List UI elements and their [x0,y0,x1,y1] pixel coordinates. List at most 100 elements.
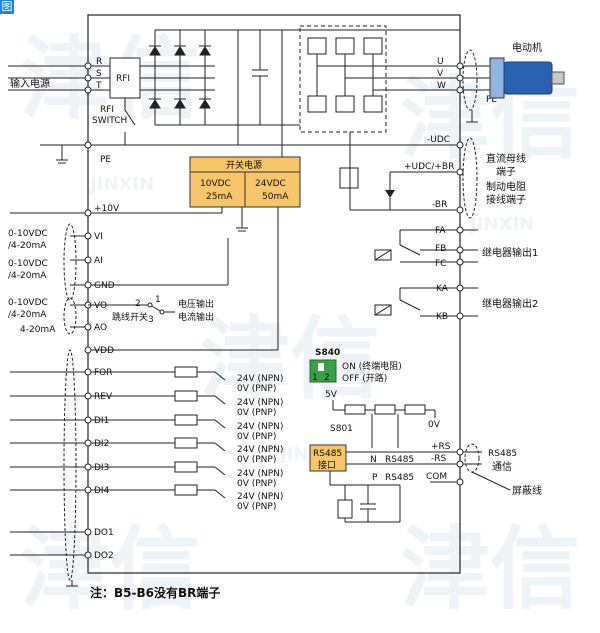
digital-input-section: FOR 24V (NPN) 0V (PNP) REV 24V (NPN) 0V … [10,349,283,587]
rfi-label: RFI [116,74,130,84]
relay1-fc-label: FC [435,259,446,269]
vi-range-1: 0-10VDC [8,229,48,239]
dc-bus-desc-4: 接线端子 [486,193,526,206]
vi-range-2: /4-20mA [8,241,47,251]
do1-label: DO1 [94,528,114,538]
br-minus-label: -BR [432,200,447,210]
jumper-label: 跳线开关 [112,311,148,323]
di4-npn-label: 24V (NPN) [237,492,283,502]
di2-npn-label: 24V (NPN) [237,445,283,455]
power-out1-voltage: 10VDC [200,179,231,189]
relay2-ka-label: KA [436,284,449,294]
rs485-comm-label-2: 通信 [492,461,512,473]
motor-terminal-box [489,57,505,99]
dc-bus-desc-2: 端子 [496,165,516,178]
input-power-section: 输入电源 R S T RFI RFI SWITCH PE [8,57,460,165]
di1-label: DI1 [94,416,109,426]
rs485-0v-label: 0V [428,420,441,430]
s840-pin-2: 2 [324,373,330,383]
svg-text:津信: 津信 [20,517,200,622]
watermark: 津信 津信 津信 津信 津信 JINXIN JINXIN JINXIN [20,27,580,622]
analog-io-section: +10V 0-10VDC /4-20mA VI 0-10VDC /4-20mA … [8,204,214,356]
relay1-fa-label: FA [435,226,446,236]
dc-bus-desc-3: 制动电阻 [486,180,526,193]
igbt-inverter [299,25,460,133]
di1-pnp-label: 0V (PNP) [237,432,276,442]
phase-w-label: W [437,81,446,91]
for-npn-label: 24V (NPN) [237,374,283,384]
di4-label: DI4 [94,486,110,496]
voltage-output-label: 电压输出 [178,298,214,310]
motor-body [503,61,553,95]
ai-range-1: 0-10VDC [8,259,48,269]
s840-switch: S840 1 2 ON (终端电阻) OFF (开路) [309,348,402,384]
input-power-label: 输入电源 [10,77,50,90]
vo-range-2: /4-20mA [8,310,47,320]
switching-power-supply: 开关电源 10VDC 25mA 24VDC 50mA [88,156,301,351]
plus-rs-label: +RS [431,442,451,452]
power-supply-title: 开关电源 [226,159,262,171]
rfi-filter-box [109,57,141,99]
footnote: 注：B5-B6没有BR端子 [90,585,220,600]
s840-title: S840 [315,348,340,358]
svg-text:津信: 津信 [200,307,380,412]
motor-output: U V W PE 电动机 [437,41,565,123]
phase-t-label: T [95,81,102,91]
rs485-box-label-2: 接口 [318,459,336,471]
relay2-kb-label: KB [436,312,448,322]
rev-npn-label: 24V (NPN) [237,398,283,408]
svg-text:津信: 津信 [400,517,580,622]
relay2-output-label: 继电器输出2 [482,297,538,310]
udc-plus-br-label: +UDC/+BR [404,162,454,172]
s840-pin-1: 1 [312,373,318,383]
minus-rs-label: -RS [431,454,447,464]
di-rev-label: REV [94,392,113,402]
motor-pe-label: PE [486,95,497,105]
ai-label: AI [94,256,103,266]
vo-range-1: 0-10VDC [8,298,48,308]
svg-text:JINXIN: JINXIN [88,174,154,195]
rs485-5v-label: 5V [325,390,338,400]
jumper-pin-1: 1 [155,295,161,305]
di-for-label: FOR [94,368,113,378]
power-out2-current: 50mA [262,192,289,202]
com-label: COM [426,472,447,482]
relay1-fb-label: FB [435,244,446,254]
rs485-comm-label-1: RS485 [488,449,517,459]
rfi-switch-label-2: SWITCH [92,116,127,126]
di2-label: DI2 [94,439,109,449]
relay1-output-label: 继电器输出1 [482,246,538,259]
dc-bus-desc-1: 直流母线 [486,152,526,165]
dc-link [215,29,460,160]
phase-u-label: U [437,57,444,67]
s840-off-label: OFF (开路) [342,372,387,384]
svg-text:JINXIN: JINXIN [468,214,534,235]
dc-bus-braking: -UDC +UDC/+BR -BR 直流母线 端子 制动电阻 接线端子 [339,132,526,219]
current-output-label: 电流输出 [178,311,214,323]
rs485-p-label: P [372,473,378,483]
drive-enclosure [87,14,461,574]
figure-tag: 图 [0,0,14,14]
di1-npn-label: 24V (NPN) [237,422,283,432]
rectifier-bridge [149,29,215,126]
rs485-b-label: RS485 [385,473,414,483]
phase-v-label: V [437,69,444,79]
jumper-pin-2: 2 [135,299,141,309]
di3-label: DI3 [94,463,109,473]
rs485-section: 5V 0V S801 RS485 接口 N RS485 P RS485 [309,390,542,523]
vi-label: VI [94,232,103,242]
relay-outputs: FA FB FC 继电器输出1 KA KB 继电器输出2 [374,226,538,322]
udc-minus-label: -UDC [427,135,450,145]
power-out2-voltage: 24VDC [255,179,286,189]
ai-range-2: /4-20mA [8,271,47,281]
s801-label: S801 [330,424,353,434]
di2-pnp-label: 0V (PNP) [237,455,276,465]
di3-pnp-label: 0V (PNP) [237,479,276,489]
rs485-box-label-1: RS485 [313,449,342,459]
gnd-label: GND [94,281,115,291]
rs485-n-label: N [370,455,377,465]
input-pe-label: PE [100,155,111,165]
for-pnp-label: 0V (PNP) [237,384,276,394]
